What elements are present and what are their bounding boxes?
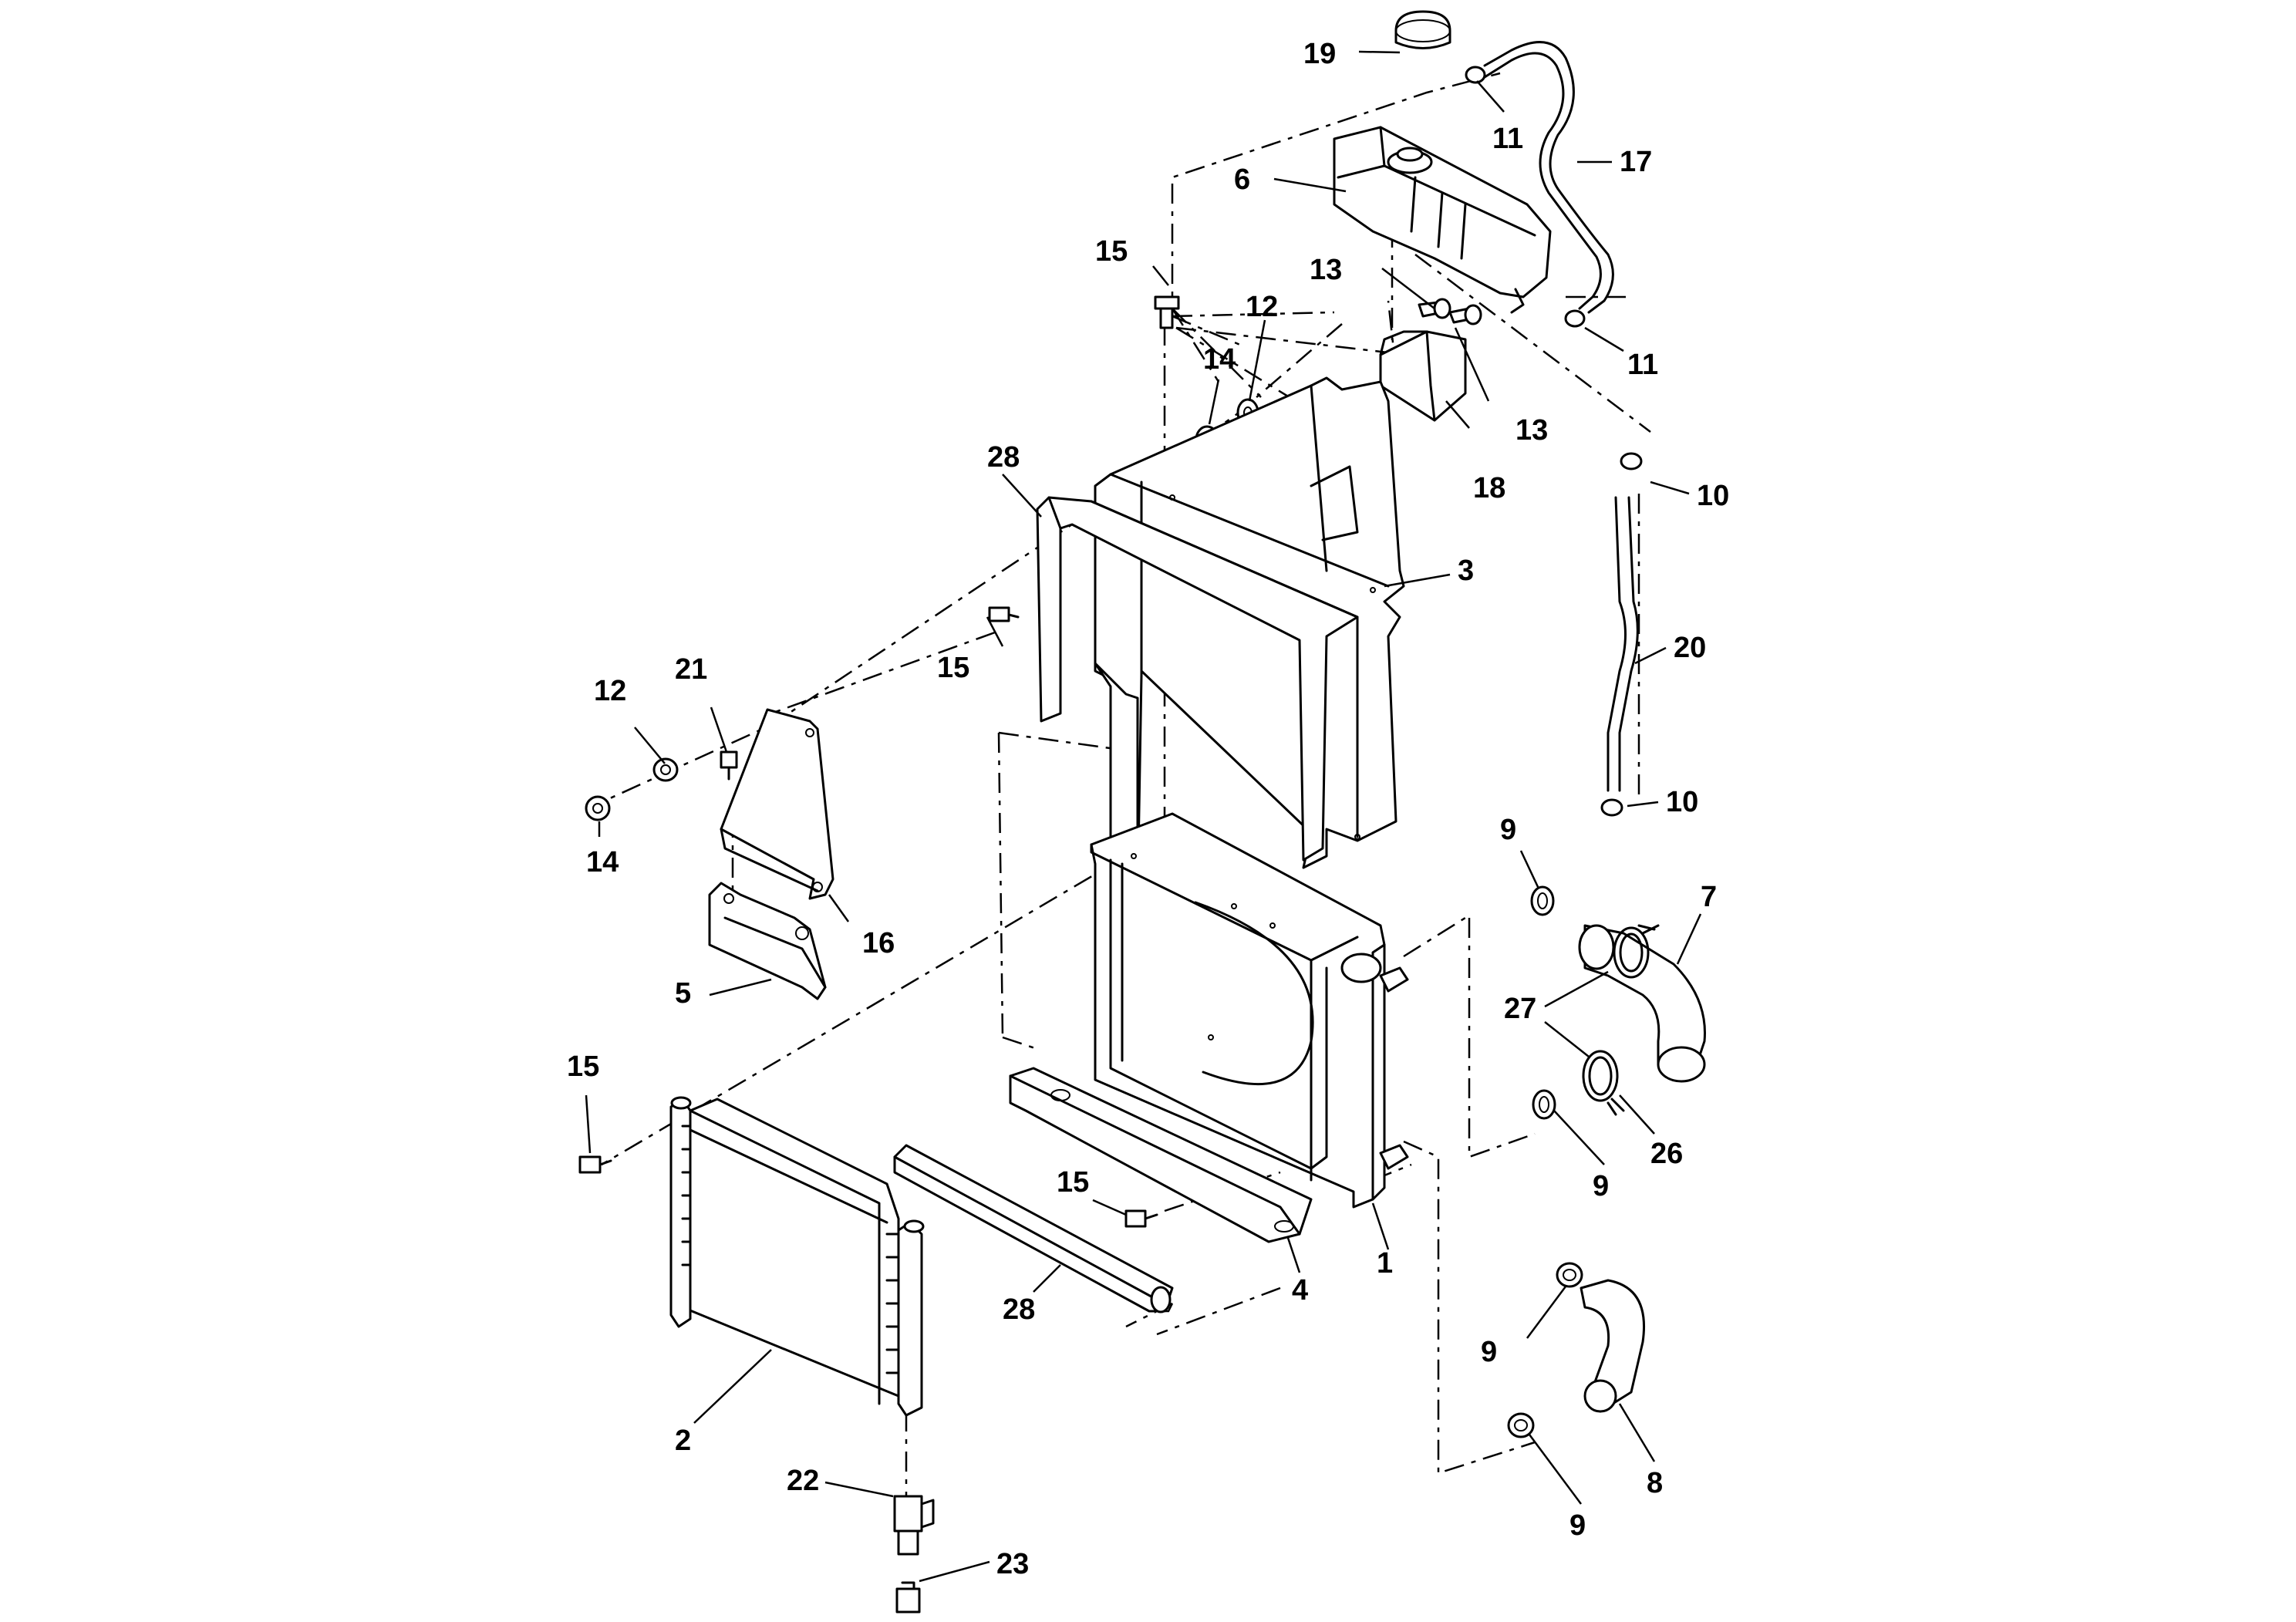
hose-clamp-27-upper bbox=[1613, 924, 1660, 979]
callout-9-d: 9 bbox=[1569, 1509, 1586, 1542]
callout-7: 7 bbox=[1701, 881, 1717, 913]
bolt-13b bbox=[1448, 304, 1482, 325]
side-bracket-16 bbox=[720, 708, 834, 900]
callout-12-top: 12 bbox=[1246, 291, 1278, 323]
callout-9-b: 9 bbox=[1593, 1170, 1609, 1202]
callout-labels: 19 11 17 6 13 11 13 18 15 12 14 10 20 10… bbox=[567, 38, 1729, 1580]
bottom-mounting-bar bbox=[1009, 1067, 1313, 1243]
hose-clip-lower bbox=[1564, 309, 1586, 328]
callout-13-upper: 13 bbox=[1310, 254, 1342, 286]
callout-9-c: 9 bbox=[1481, 1336, 1497, 1368]
callout-12-left: 12 bbox=[594, 675, 626, 707]
callout-26: 26 bbox=[1650, 1138, 1683, 1170]
callout-10-upper: 10 bbox=[1697, 480, 1729, 512]
fitting-23 bbox=[895, 1581, 921, 1614]
expansion-tank bbox=[1333, 126, 1552, 314]
callout-15-top: 15 bbox=[1095, 235, 1128, 268]
callout-21: 21 bbox=[675, 653, 707, 686]
overflow-hose bbox=[1483, 41, 1614, 314]
clip-9-c bbox=[1556, 1262, 1583, 1288]
clip-9-b bbox=[1532, 1089, 1556, 1120]
callout-6: 6 bbox=[1234, 164, 1250, 196]
foam-seal-lower bbox=[893, 1144, 1174, 1313]
callout-3: 3 bbox=[1458, 555, 1474, 587]
callout-20: 20 bbox=[1674, 632, 1706, 664]
callout-16: 16 bbox=[862, 927, 895, 959]
callout-1: 1 bbox=[1377, 1247, 1393, 1280]
bolt-15-bottom bbox=[1124, 1209, 1158, 1228]
callout-19: 19 bbox=[1303, 38, 1336, 70]
callout-13-lower: 13 bbox=[1515, 414, 1548, 447]
callout-9-a: 9 bbox=[1500, 814, 1516, 846]
callout-2: 2 bbox=[675, 1425, 691, 1457]
bolt-21 bbox=[720, 750, 738, 781]
callout-17: 17 bbox=[1620, 146, 1652, 178]
callout-5: 5 bbox=[675, 977, 691, 1010]
callout-10-lower: 10 bbox=[1666, 786, 1698, 818]
radiator-frame bbox=[1090, 812, 1409, 1209]
callout-15-mid: 15 bbox=[937, 652, 969, 684]
callout-11-lower: 11 bbox=[1627, 349, 1658, 381]
callout-14-top: 14 bbox=[1203, 343, 1236, 376]
callout-14-left: 14 bbox=[586, 846, 619, 878]
fitting-22 bbox=[893, 1495, 935, 1556]
callout-18: 18 bbox=[1473, 472, 1505, 504]
callout-28-bottom: 28 bbox=[1003, 1293, 1035, 1326]
callout-27: 27 bbox=[1504, 993, 1536, 1025]
callout-28-top: 28 bbox=[987, 441, 1020, 474]
filler-cap bbox=[1394, 10, 1451, 49]
fan-shroud bbox=[1094, 376, 1405, 904]
side-bracket-5 bbox=[708, 882, 827, 1000]
callout-11-upper: 11 bbox=[1492, 123, 1523, 155]
oil-cooler bbox=[669, 1096, 925, 1417]
foam-seal-upper bbox=[1036, 496, 1359, 862]
bolt-15-mid bbox=[988, 606, 1020, 622]
washer-12-left bbox=[652, 757, 679, 782]
bolt-15-top bbox=[1154, 295, 1180, 329]
callout-15-left: 15 bbox=[567, 1050, 599, 1083]
top-hose-20 bbox=[1600, 452, 1643, 817]
hose-clamp-26-lower bbox=[1582, 1050, 1625, 1116]
callout-23: 23 bbox=[996, 1548, 1029, 1580]
hose-clip-upper bbox=[1465, 66, 1486, 84]
bottom-hose-8 bbox=[1580, 1279, 1645, 1413]
callout-8: 8 bbox=[1647, 1467, 1663, 1499]
nut-14-left bbox=[585, 795, 611, 821]
callout-22: 22 bbox=[787, 1465, 819, 1497]
clip-9-a bbox=[1530, 885, 1555, 916]
bolt-15-left bbox=[578, 1155, 612, 1174]
callout-4: 4 bbox=[1292, 1274, 1308, 1307]
callout-15-bottom: 15 bbox=[1057, 1166, 1089, 1199]
clip-9-d bbox=[1507, 1412, 1535, 1438]
tank-bracket bbox=[1379, 330, 1467, 422]
leader-lines bbox=[585, 50, 1702, 1583]
